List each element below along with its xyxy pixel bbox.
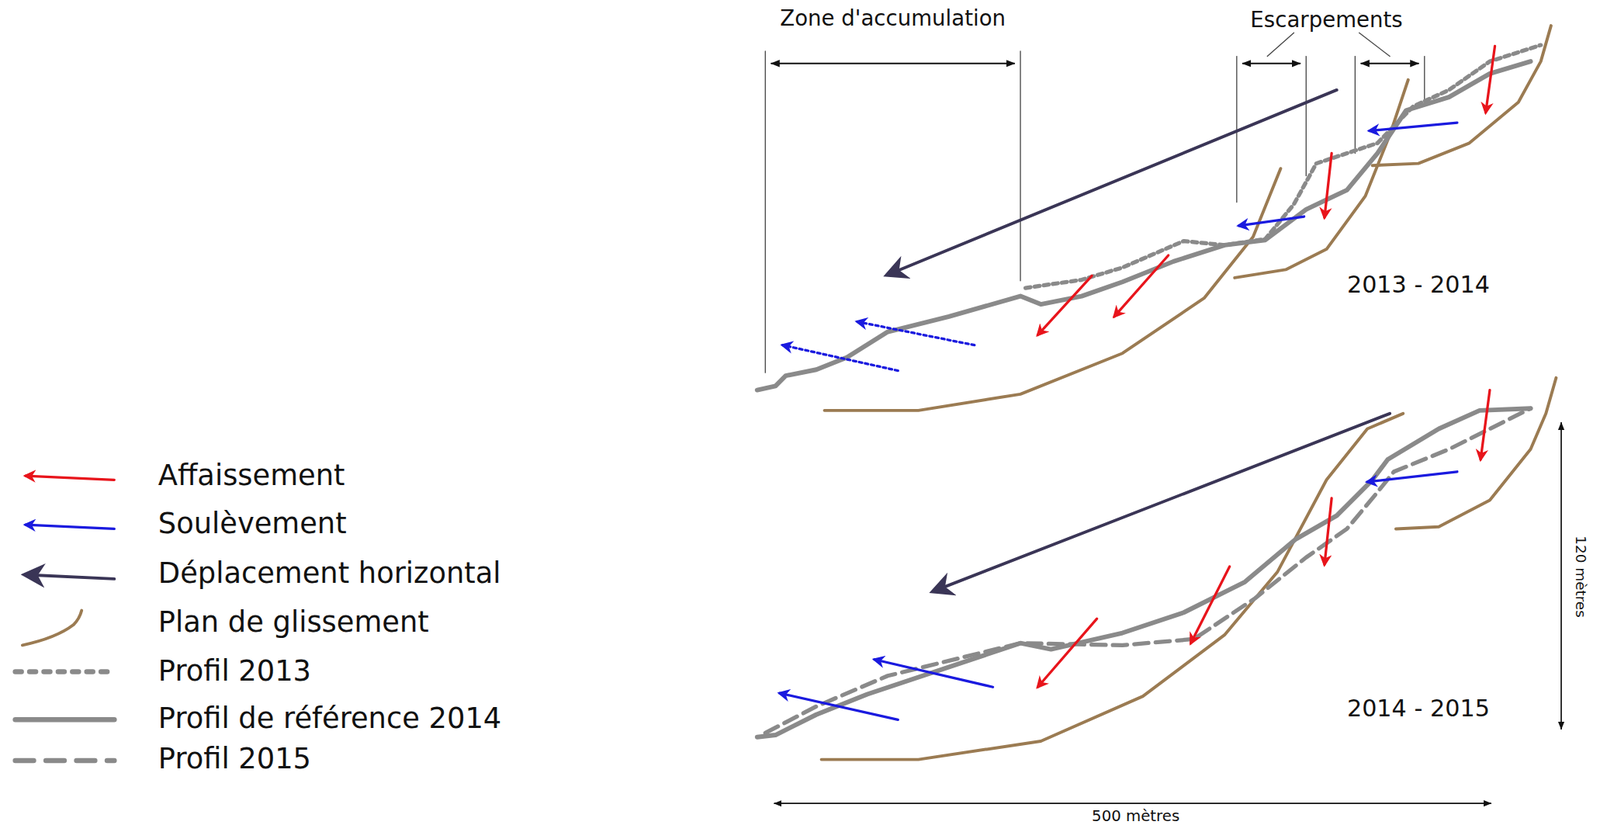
drawing-stroke (1037, 275, 1092, 335)
drawing-stroke (1267, 32, 1294, 56)
legend-samples (15, 475, 115, 761)
drawing-stroke (1238, 216, 1304, 226)
drawing-stroke (1560, 422, 1562, 730)
drawing-stroke (774, 422, 1562, 804)
drawing-stroke (887, 90, 1337, 275)
drawing-stroke (1423, 56, 1425, 103)
dimension-label: 500 mètres (1091, 807, 1180, 825)
drawing-stroke (757, 408, 1531, 737)
drawing-stroke (1305, 56, 1307, 177)
legend-text: Profil de référence 2014 (158, 703, 502, 735)
drawing-stroke (771, 62, 1015, 65)
legend-text: Soulèvement (158, 507, 347, 540)
drawing-stroke (1037, 390, 1490, 688)
drawing-stroke (1019, 51, 1021, 281)
scarp-label: Escarpements (1250, 8, 1403, 32)
drawing-stroke (824, 25, 1552, 411)
drawing-stroke (1037, 45, 1495, 335)
drawing-stroke (1372, 25, 1552, 166)
drawing-stroke (1480, 390, 1490, 460)
period-label: 2014 - 2015 (1347, 695, 1490, 721)
drawing-stroke (782, 321, 975, 371)
drawing-stroke (15, 716, 115, 723)
drawing-stroke (1395, 377, 1556, 530)
legend-text: Plan de glissement (158, 606, 430, 639)
drawing-stroke (25, 475, 115, 480)
drawing-stroke (1037, 618, 1097, 687)
legend-text: Profil 2013 (158, 655, 312, 688)
legend-text: Affaissement (158, 460, 346, 492)
legend-text: Profil 2015 (158, 743, 312, 776)
drawing-stroke (774, 802, 1491, 804)
drawing-stroke (25, 574, 115, 579)
drawing-stroke (933, 413, 1390, 592)
drawing-stroke (765, 51, 766, 373)
period-label: 2013 - 2014 (1347, 271, 1490, 298)
dimension-label: 120 mètres (1572, 535, 1589, 618)
drawing-stroke (857, 321, 975, 345)
drawing-stroke (821, 377, 1557, 760)
drawing-stroke (1025, 45, 1542, 288)
drawing-stroke (1324, 498, 1332, 565)
drawing-stroke (821, 413, 1404, 760)
drawing-stroke (1191, 566, 1230, 644)
drawing-stroke (1359, 32, 1390, 56)
drawing-stroke (15, 668, 115, 675)
drawing-stroke (874, 659, 994, 688)
drawing-stroke (1243, 62, 1301, 65)
drawing-stroke (1324, 152, 1332, 218)
drawing-stroke (824, 168, 1282, 411)
drawing-stroke (15, 758, 115, 764)
drawing-stroke (1367, 471, 1458, 482)
drawing-stroke (765, 32, 1425, 373)
drawing-stroke (779, 692, 899, 720)
drawing-stroke (771, 62, 1419, 65)
drawing-stroke (1114, 255, 1169, 317)
legend-text: Déplacement horizontal (158, 557, 502, 590)
drawing-stroke (782, 345, 899, 371)
drawing-stroke (779, 471, 1458, 721)
drawing-stroke (1354, 56, 1356, 154)
drawing-stroke (1236, 56, 1237, 203)
drawing-stroke (1234, 79, 1409, 278)
zone-label: Zone d'accumulation (779, 6, 1006, 30)
drawing-stroke (1369, 122, 1458, 132)
bottom-panel (757, 377, 1562, 804)
drawing-stroke (1361, 62, 1419, 65)
top-panel (757, 25, 1552, 411)
drawing-stroke (757, 61, 1531, 390)
drawing-stroke (1238, 122, 1457, 226)
drawing-stroke (22, 610, 82, 646)
drawing-stroke (25, 524, 115, 529)
drawing-stroke (1485, 45, 1496, 112)
drawing-stroke (765, 408, 1531, 733)
